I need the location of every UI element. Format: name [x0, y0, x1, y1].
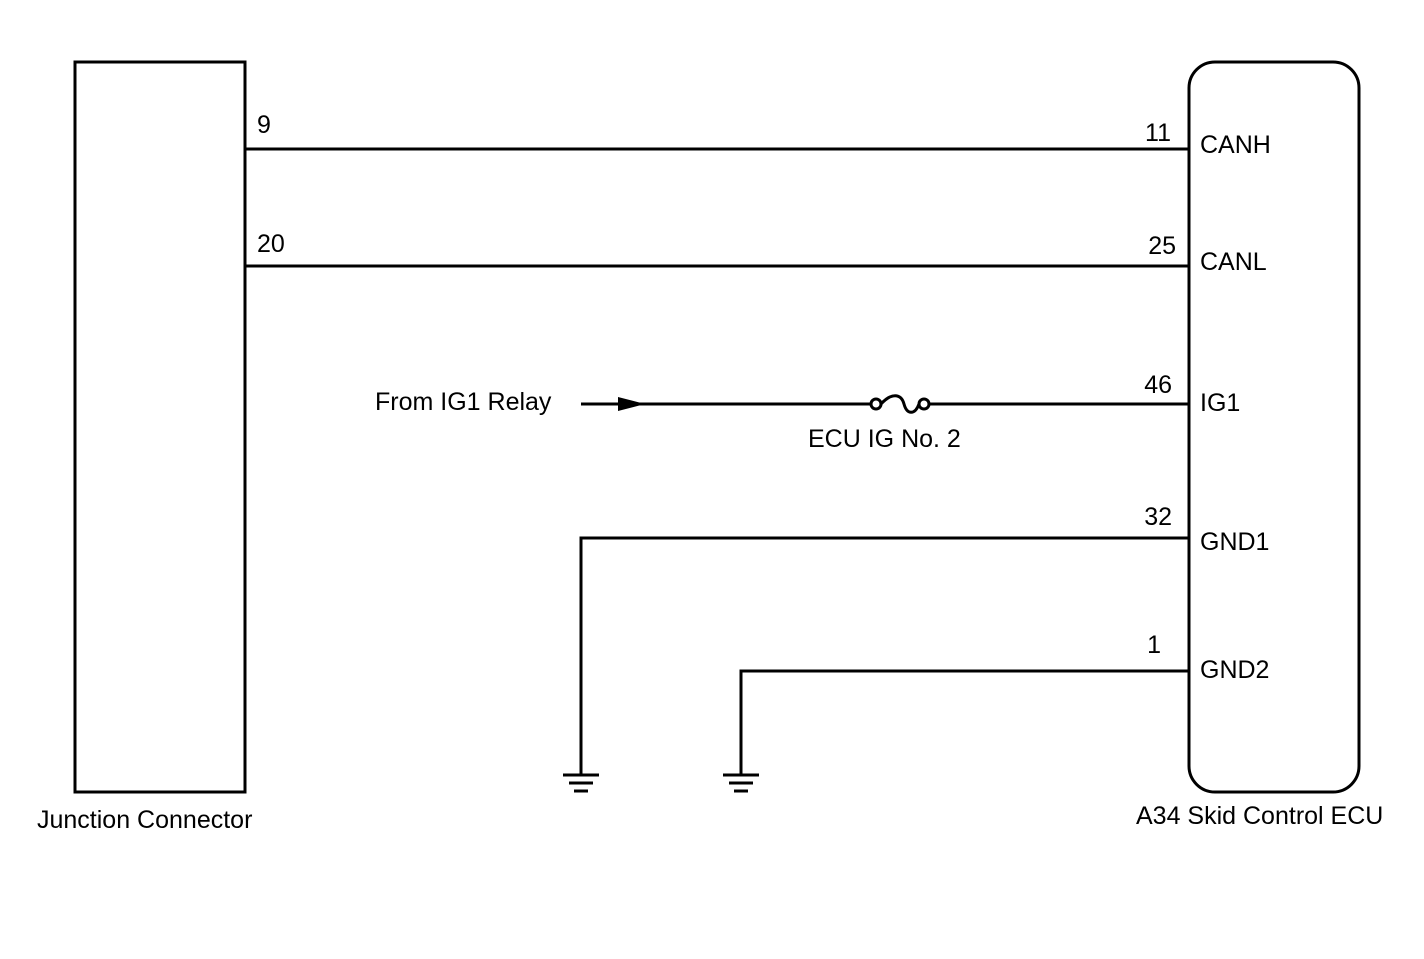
- ecu-pin-number-ig1: 46: [1144, 371, 1172, 399]
- junction-connector-label: Junction Connector: [37, 806, 252, 834]
- fuse-label: ECU IG No. 2: [808, 425, 961, 453]
- ecu-pin-name-canh: CANH: [1200, 131, 1271, 159]
- ground-icon: [723, 773, 759, 793]
- power-source-label: From IG1 Relay: [375, 388, 552, 416]
- ecu-pin-number-canl: 25: [1148, 232, 1176, 260]
- fuse-icon: [869, 394, 931, 414]
- ecu-pin-name-gnd2: GND2: [1200, 656, 1269, 684]
- ecu-pin-name-gnd1: GND1: [1200, 528, 1269, 556]
- ecu-pin-number-gnd2: 1: [1147, 631, 1161, 659]
- ground-icon: [563, 773, 599, 793]
- ecu-pin-number-canh: 11: [1145, 119, 1171, 147]
- ecu-pin-name-ig1: IG1: [1200, 389, 1240, 417]
- ecu-pin-name-canl: CANL: [1200, 248, 1267, 276]
- arrow-right-icon: [618, 397, 645, 411]
- junction-pin-20: 20: [257, 230, 285, 258]
- ecu-pin-number-gnd1: 32: [1144, 503, 1172, 531]
- junction-connector-box: [73, 60, 247, 794]
- gnd2-wire: [739, 669, 1189, 775]
- gnd1-wire: [579, 536, 1189, 775]
- ecu-label: A34 Skid Control ECU: [1136, 802, 1383, 830]
- ecu-box: [1187, 60, 1361, 794]
- junction-pin-9: 9: [257, 111, 271, 139]
